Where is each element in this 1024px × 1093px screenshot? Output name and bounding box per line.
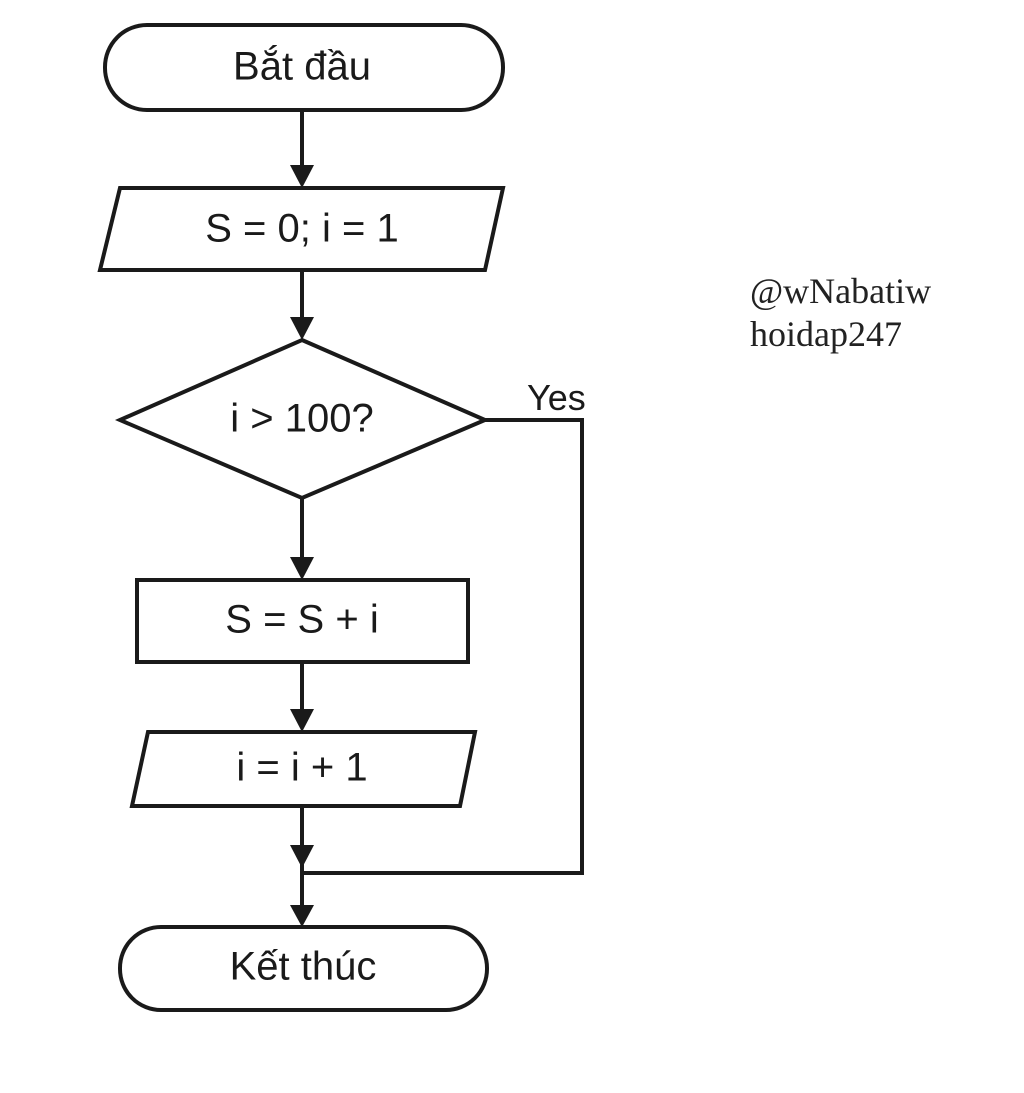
- yes-label: Yes: [527, 377, 586, 418]
- arrow-init-to-condition: [290, 270, 314, 340]
- arrow-increment-to-end: [290, 806, 314, 927]
- init-input-box: S = 0; i = 1: [97, 186, 506, 272]
- watermark-user: @wNabatiw: [750, 271, 931, 311]
- end-label: Kết thúc: [230, 945, 377, 989]
- sum-process-box: S = S + i: [135, 578, 470, 664]
- increment-box: i = i + 1: [129, 730, 478, 808]
- yes-branch: Yes: [302, 377, 586, 875]
- arrow-start-to-init: [290, 110, 314, 188]
- init-label: S = 0; i = 1: [205, 207, 398, 251]
- condition-label: i > 100?: [230, 397, 373, 441]
- sum-label: S = S + i: [225, 598, 378, 642]
- start-label: Bắt đầu: [233, 44, 371, 89]
- condition-diamond: i > 100?: [114, 337, 491, 501]
- start-terminal: Bắt đầu: [103, 23, 505, 112]
- arrow-condition-to-sum: [290, 498, 314, 580]
- increment-label: i = i + 1: [236, 746, 367, 790]
- arrow-sum-to-increment: [290, 662, 314, 732]
- watermark-site: hoidap247: [750, 314, 902, 354]
- end-terminal: Kết thúc: [118, 925, 489, 1012]
